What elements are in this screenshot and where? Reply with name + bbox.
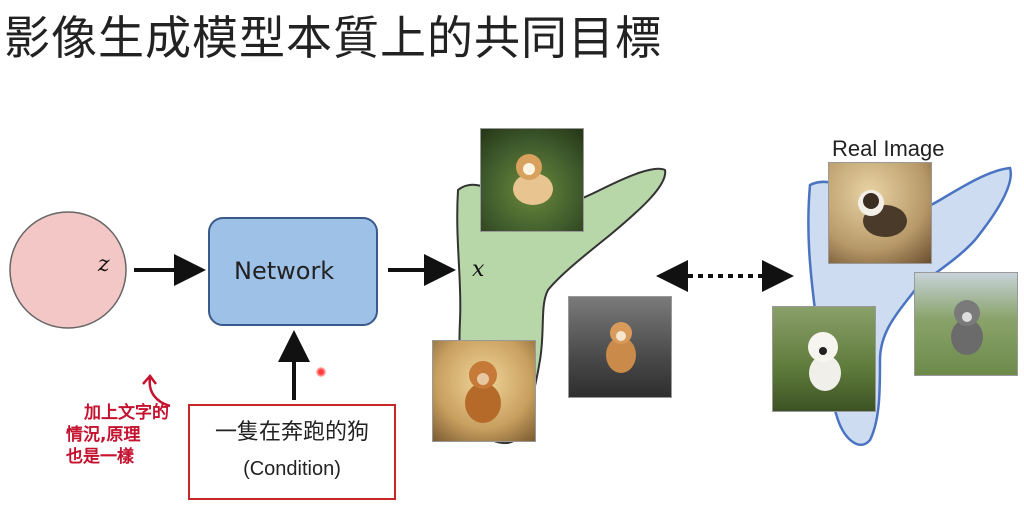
annotation-line-3: 也是一樣 [66,447,134,467]
output-variable-x: x [472,257,485,282]
real-dog-photo-2 [772,306,876,412]
condition-text: 一隻在奔跑的狗 [214,420,369,445]
generated-dog-photo-1 [480,128,584,232]
laser-pointer-dot [316,367,326,377]
dog-icon [513,154,553,205]
dog-icon [465,361,501,423]
annotation-line-2: 情況,原理 [66,425,141,445]
condition-box: 一隻在奔跑的狗 (Condition) [188,404,396,500]
latent-circle [9,211,127,329]
dog-icon [858,190,907,237]
annotation-arrow-icon [142,374,171,408]
real-dog-photo-3 [914,272,1018,376]
real-image-label: Real Image [832,136,945,161]
dog-icon [808,332,841,391]
generated-dog-photo-2 [568,296,672,398]
handwritten-annotation: 加上文字的 情況,原理 也是一樣 [66,402,169,468]
latent-variable-z: z [98,252,110,277]
condition-tag: (Condition) [243,458,341,480]
dog-icon [951,300,983,355]
dog-icon [606,322,636,373]
slide-title: 影像生成模型本質上的共同目標 [4,11,662,65]
network-box [208,217,378,326]
generated-dog-photo-3 [432,340,536,442]
real-dog-photo-1 [828,162,932,264]
network-label: Network [234,257,335,285]
annotation-line-1: 加上文字的 [84,403,169,423]
